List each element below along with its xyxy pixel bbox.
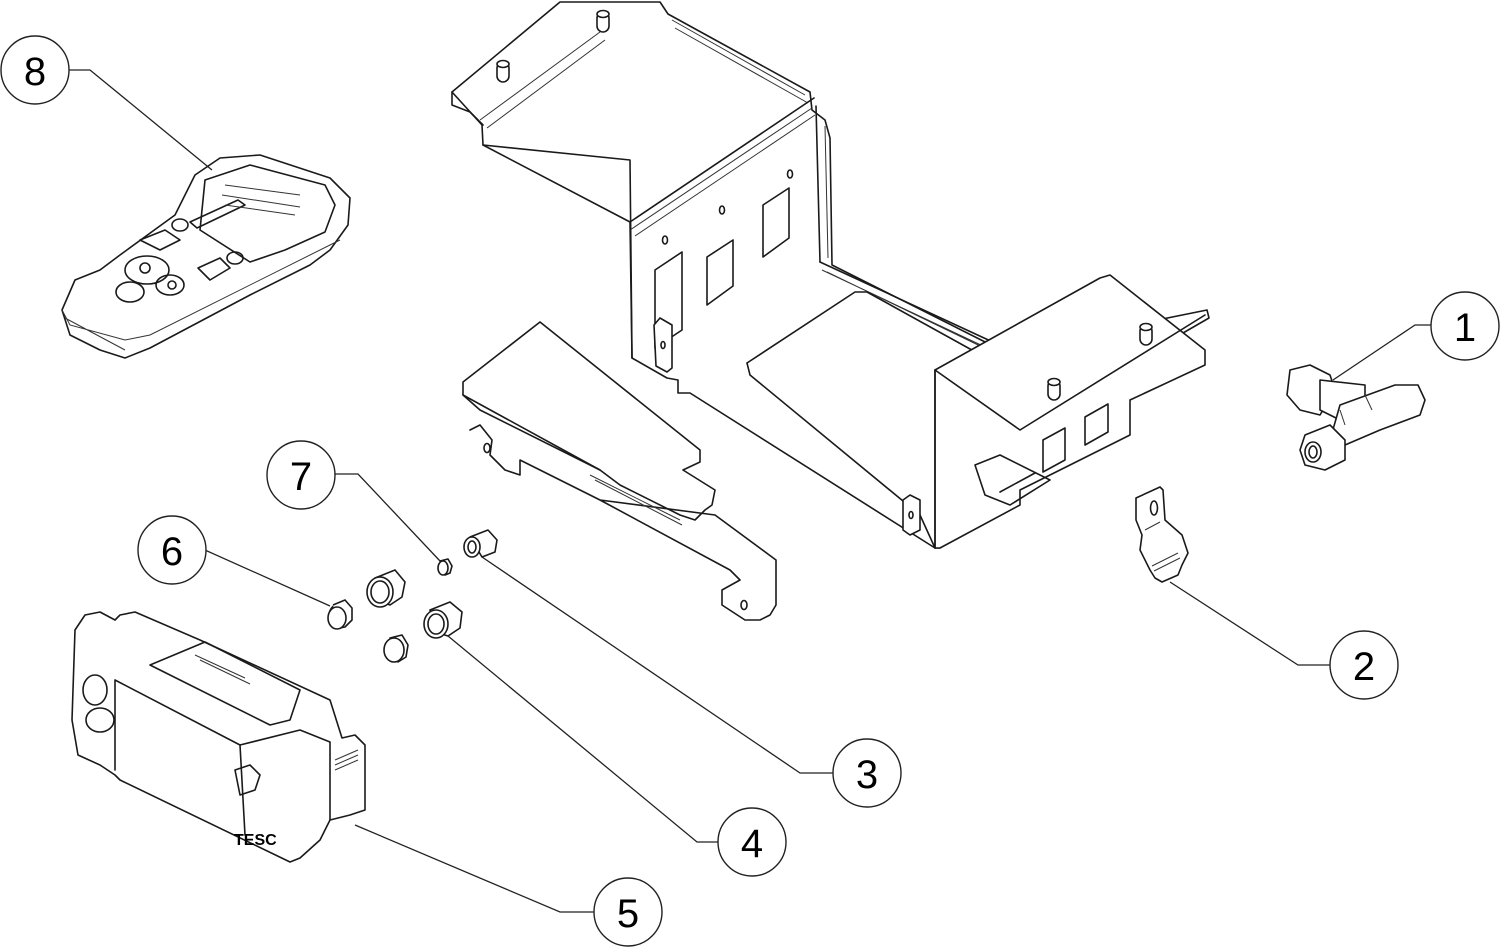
pin [1047,377,1061,401]
callout-4: 4 [717,807,787,877]
svg-text:7: 7 [290,455,312,499]
svg-text:6: 6 [161,530,183,574]
leader-8 [68,69,213,171]
leader-7 [335,473,441,562]
module-label: TESC [234,832,277,849]
pin [1139,322,1153,346]
callout-1: 1 [1430,291,1500,361]
part-1-fitting [1286,364,1426,471]
olive [383,634,409,663]
svg-text:8: 8 [24,50,46,94]
part-4-nut [423,601,463,639]
part-2-clip [1135,486,1189,583]
pin [596,9,610,33]
main-bracket [451,1,1210,549]
small-fittings [327,529,498,663]
svg-text:5: 5 [617,892,639,936]
svg-text:1: 1 [1454,306,1476,350]
svg-text:3: 3 [856,753,878,797]
cover-plate [462,321,777,621]
svg-text:2: 2 [1353,645,1375,689]
callout-8: 8 [0,35,70,105]
bracket-pins [496,9,1153,401]
callout-6: 6 [137,515,207,585]
part-6-olive [327,599,353,630]
part-8-remote [61,154,351,359]
leader-4 [447,635,719,843]
part-5-module: TESC [71,611,366,863]
svg-text:4: 4 [741,822,763,866]
callout-3: 3 [832,738,902,808]
leader-1 [1332,324,1432,381]
pin [496,59,510,83]
nut [366,569,406,608]
leader-3 [481,556,834,774]
callout-5: 5 [593,877,663,947]
leader-2 [1169,581,1331,666]
part-3-small-nut [463,529,498,558]
leader-5 [354,824,595,913]
callout-7: 7 [266,440,336,510]
callout-2: 2 [1329,630,1399,700]
part-7-small-olive [437,558,453,576]
